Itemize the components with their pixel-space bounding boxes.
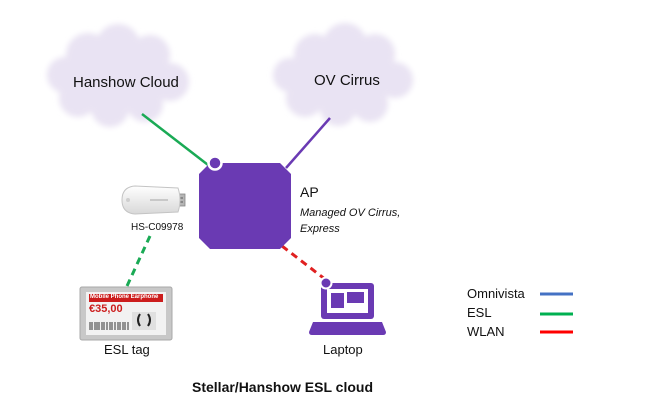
laptop-label: Laptop bbox=[323, 342, 363, 357]
usb-dongle bbox=[121, 185, 186, 215]
dongle-label: HS-C09978 bbox=[131, 222, 184, 233]
legend-label-omnivista: Omnivista bbox=[467, 286, 525, 301]
ap-subtitle-line1: Managed OV Cirrus, bbox=[300, 207, 401, 219]
esl-price-text: €35,00 bbox=[89, 303, 123, 315]
ap-laptop-link bbox=[281, 244, 331, 285]
dongle-esl-link bbox=[125, 235, 152, 287]
diagram-title: Stellar/Hanshow ESL cloud bbox=[192, 379, 374, 395]
esl-tag-label: ESL tag bbox=[104, 342, 150, 357]
esl-product-text: Mobile Phone Earphone bbox=[90, 294, 159, 300]
ap-label: AP bbox=[300, 184, 319, 200]
ap-device bbox=[199, 155, 291, 249]
hanshow-cloud-shape bbox=[47, 24, 189, 127]
ap-subtitle-line2: Express bbox=[300, 223, 340, 235]
legend-label-esl: ESL bbox=[467, 305, 492, 320]
esl-tag-device bbox=[79, 286, 173, 341]
hanshow-cloud-label: Hanshow Cloud bbox=[73, 74, 179, 91]
ov-cirrus-label: OV Cirrus bbox=[314, 72, 380, 89]
ov-ap-link bbox=[285, 117, 331, 169]
laptop-device bbox=[309, 276, 386, 335]
ov-cirrus-cloud-shape bbox=[273, 23, 413, 126]
legend-label-wlan: WLAN bbox=[467, 324, 505, 339]
hanshow-ap-link bbox=[141, 113, 213, 169]
